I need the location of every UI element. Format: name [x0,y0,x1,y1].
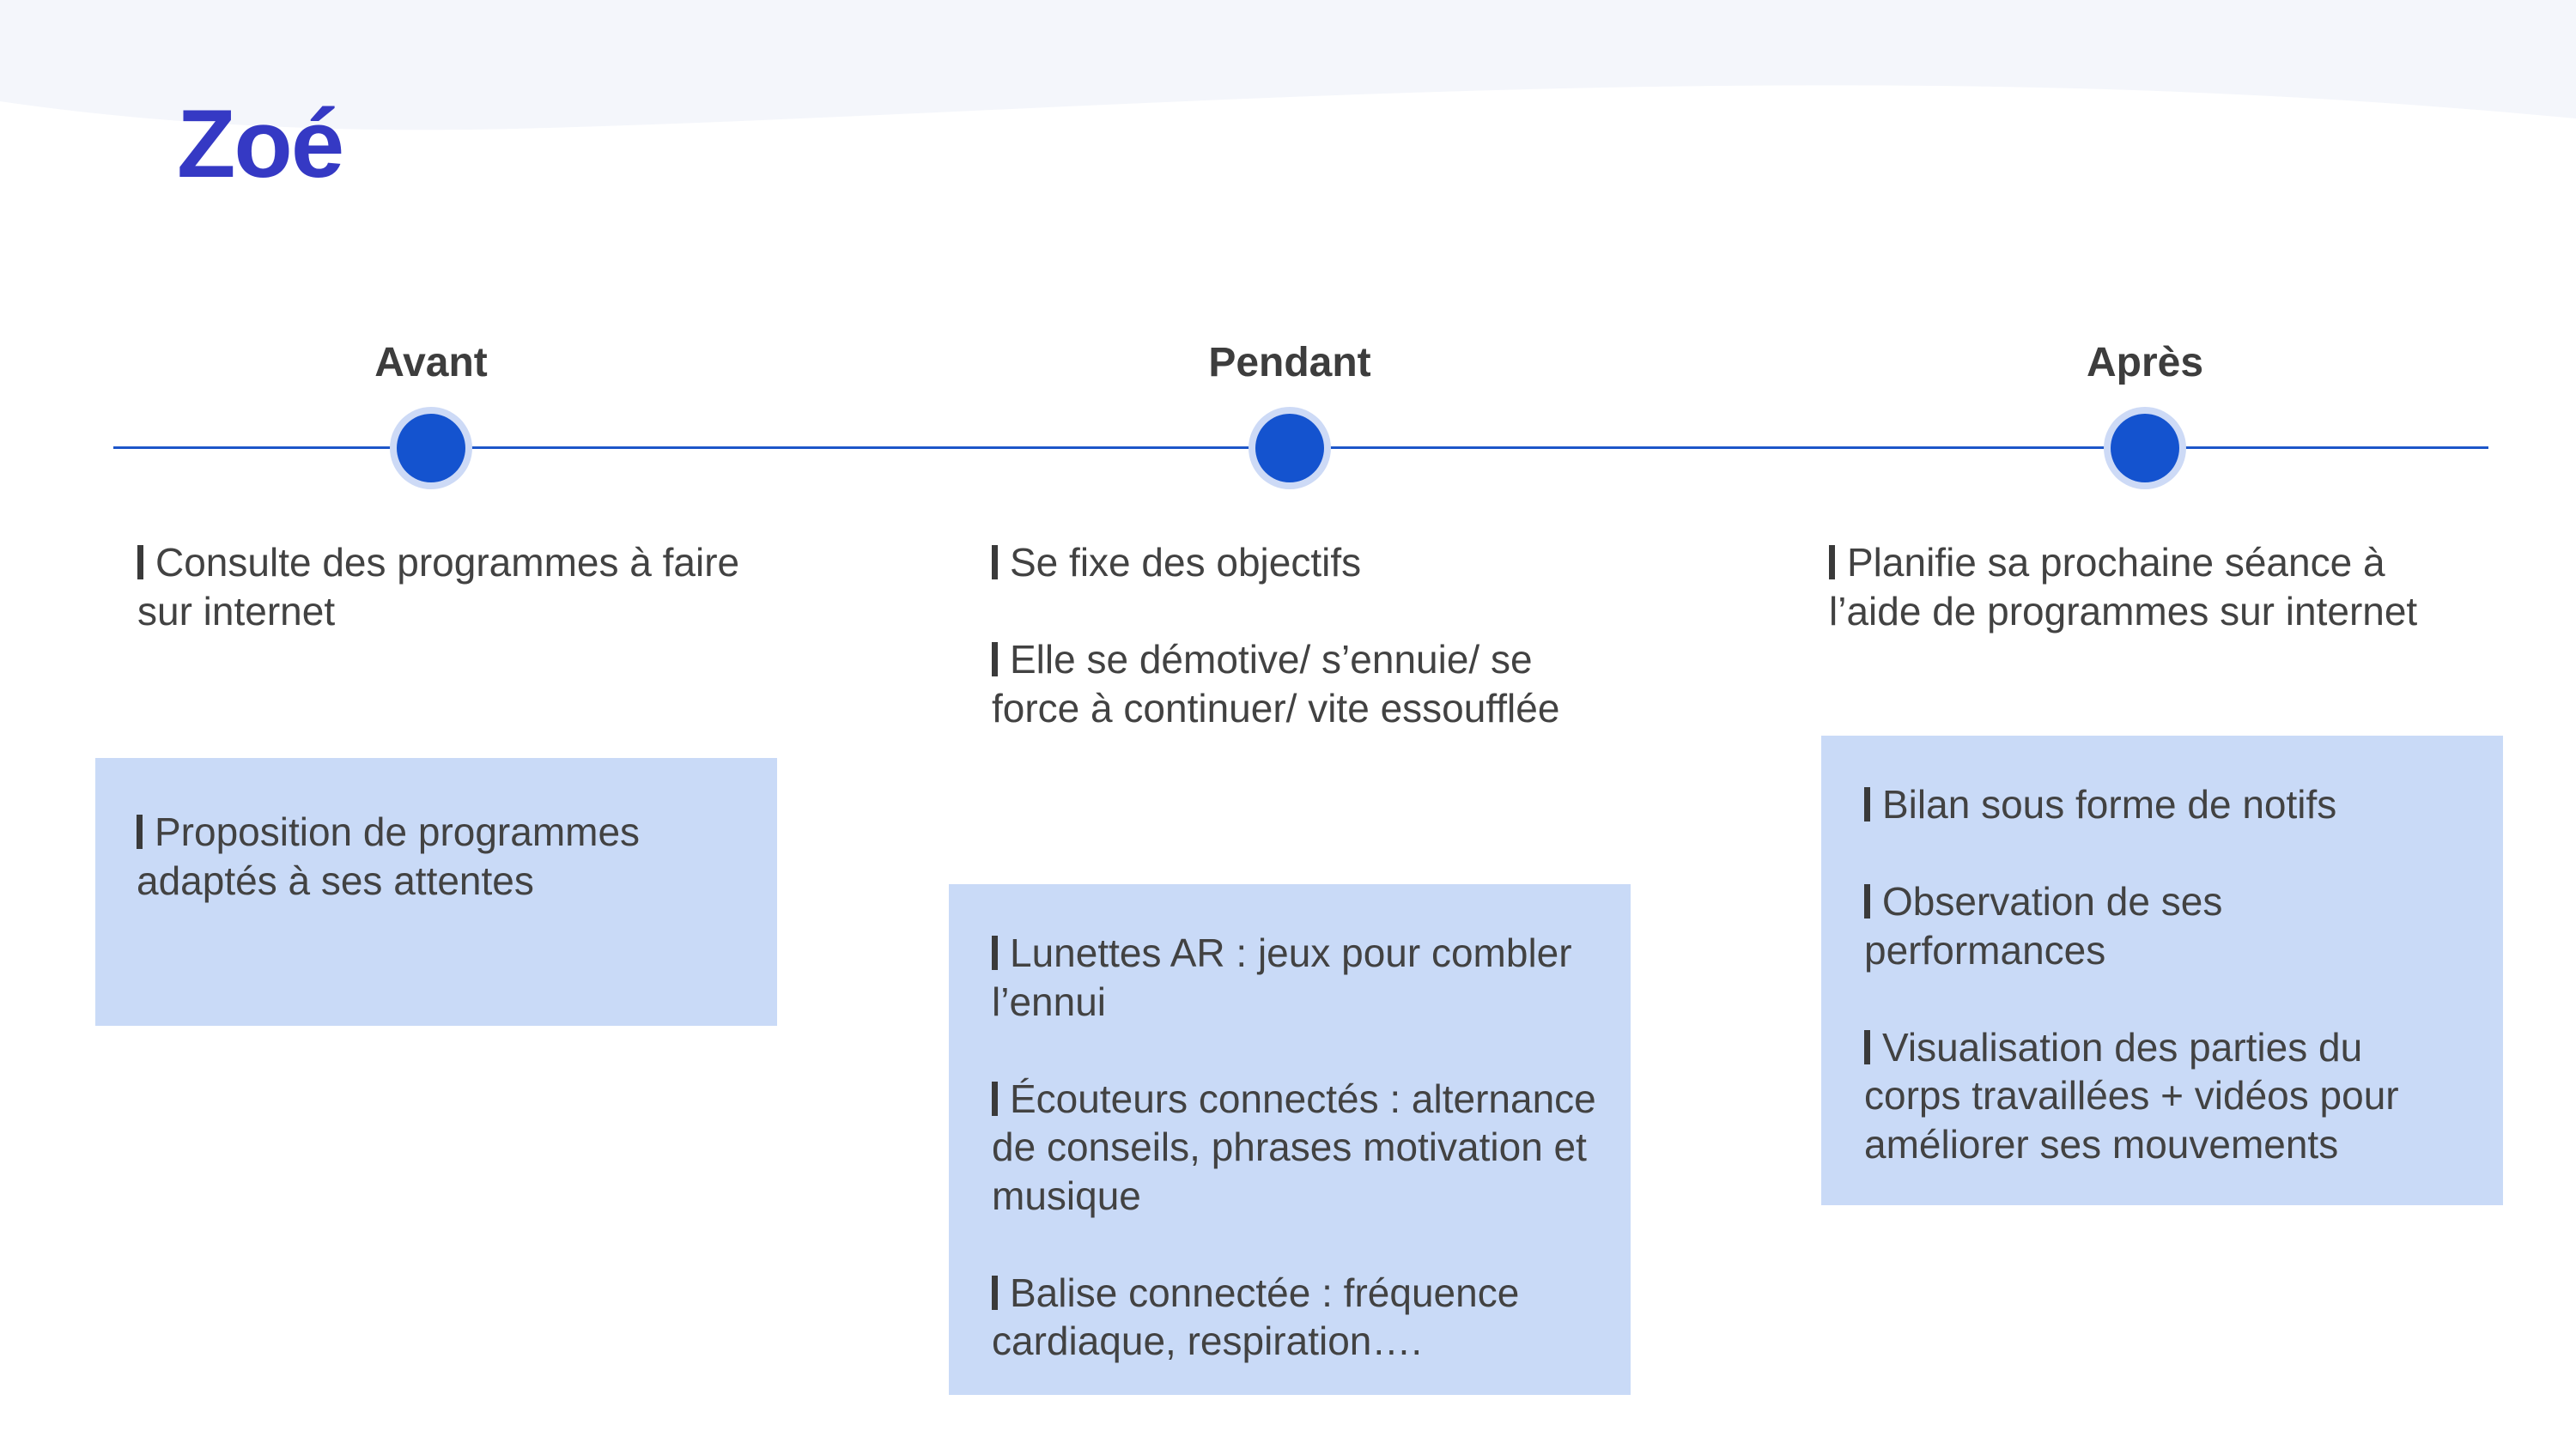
page-title: Zoé [177,90,344,197]
phase-label-avant: Avant [374,340,488,385]
bullet-bar [1829,545,1835,579]
action-item: Se fixe des objectifs [992,538,1593,587]
bullet-bar [992,642,998,676]
solution-item: Lunettes AR : jeux pour combler l’ennui [992,931,1572,1024]
solution-item: Écouteurs connectés : alternance de cons… [992,1076,1596,1218]
bullet-bar [992,1275,998,1310]
timeline-dot-avant [397,414,465,482]
bullet-bar [1864,787,1870,822]
timeline-dot-apres [2111,414,2179,482]
action-item: Elle se démotive/ s’ennuie/ se force à c… [992,637,1560,731]
action-item: Consulte des programmes à faire sur inte… [137,540,740,634]
solutions-box-pendant: Lunettes AR : jeux pour combler l’ennui … [949,884,1631,1395]
solution-item: Proposition de programmes adaptés à ses … [137,809,641,903]
actions-pendant: Se fixe des objectifs Elle se démotive/ … [992,538,1593,732]
bullet-bar [992,936,998,970]
solutions-box-apres: Bilan sous forme de notifs Observation d… [1821,736,2503,1205]
bullet-bar [137,545,143,579]
bullet-bar [137,815,143,849]
bullet-bar [992,545,998,579]
header-wave-decoration [0,0,2576,130]
solution-item: Observation de ses performances [1864,879,2223,973]
phase-label-pendant: Pendant [1208,340,1371,385]
action-item: Planifie sa prochaine séance à l’aide de… [1829,540,2418,634]
bullet-bar [1864,1029,1870,1064]
bullet-bar [1864,884,1870,919]
solution-item: Bilan sous forme de notifs [1864,780,2469,829]
phase-label-apres: Après [2086,340,2204,385]
solutions-box-avant: Proposition de programmes adaptés à ses … [95,758,777,1026]
timeline-dot-pendant [1255,414,1324,482]
bullet-bar [992,1081,998,1116]
actions-avant: Consulte des programmes à faire sur inte… [137,538,756,635]
solution-item: Visualisation des parties du corps trava… [1864,1024,2399,1167]
actions-apres: Planifie sa prochaine séance à l’aide de… [1829,538,2464,635]
solution-item: Balise connectée : fréquence cardiaque, … [992,1270,1520,1363]
